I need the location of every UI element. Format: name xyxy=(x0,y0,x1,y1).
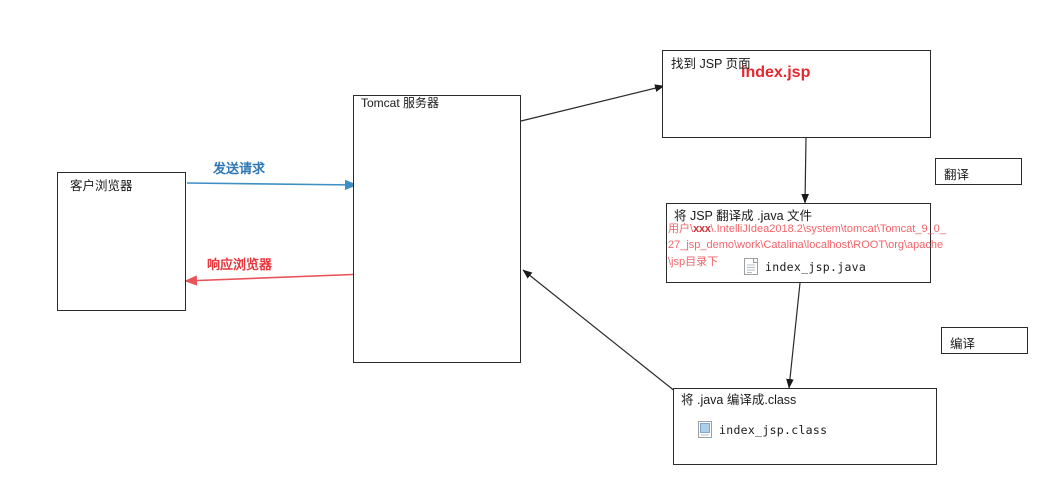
client-browser-label: 客户浏览器 xyxy=(70,179,133,193)
send-request-label: 发送请求 xyxy=(213,161,266,176)
translate-tag-label: 翻译 xyxy=(944,168,970,182)
step-translate-title: 将 JSP 翻译成 .java 文件 xyxy=(674,209,812,223)
path-user-placeholder: xxx xyxy=(693,223,711,235)
step-compile-box xyxy=(673,388,937,465)
edge-step1-to-step2 xyxy=(801,137,809,204)
compile-tag-label: 编译 xyxy=(950,337,976,351)
edge-send-request xyxy=(186,179,358,190)
class-file-icon xyxy=(698,421,712,438)
step-compile-title: 将 .java 编译成.class xyxy=(681,393,797,407)
class-file-row: index_jsp.class xyxy=(698,421,827,438)
generated-path-line-1: 用户\xxx\.IntelliJIdea2018.2\system\tomcat… xyxy=(668,223,946,236)
java-filename: index_jsp.java xyxy=(765,259,867,274)
tomcat-server-label: Tomcat 服务器 xyxy=(361,96,440,110)
java-file-row: index_jsp.java xyxy=(744,258,866,275)
path-suffix: \.IntelliJIdea2018.2\system\tomcat\Tomca… xyxy=(710,223,946,235)
class-filename: index_jsp.class xyxy=(719,422,828,437)
compile-tag-box xyxy=(941,327,1028,354)
tomcat-server-box xyxy=(353,95,521,363)
path-prefix: 用户\ xyxy=(668,223,694,235)
response-browser-label: 响应浏览器 xyxy=(207,257,273,272)
index-jsp-filename: index.jsp xyxy=(741,64,811,81)
step-find-jsp-title: 找到 JSP 页面 xyxy=(671,57,751,71)
step-translate-box xyxy=(666,203,931,283)
edge-step3-to-tomcat xyxy=(522,269,677,393)
generated-path-line-3: \jsp目录下 xyxy=(668,256,719,268)
translate-tag-box xyxy=(935,158,1022,185)
document-icon xyxy=(744,258,758,275)
edge-tomcat-to-step1 xyxy=(520,84,665,122)
edge-step2-to-step3 xyxy=(786,282,801,389)
client-browser-box xyxy=(57,172,186,311)
generated-path-line-2: 27_jsp_demo\work\Catalina\localhost\ROOT… xyxy=(668,239,944,251)
step-find-jsp-box xyxy=(662,50,931,138)
